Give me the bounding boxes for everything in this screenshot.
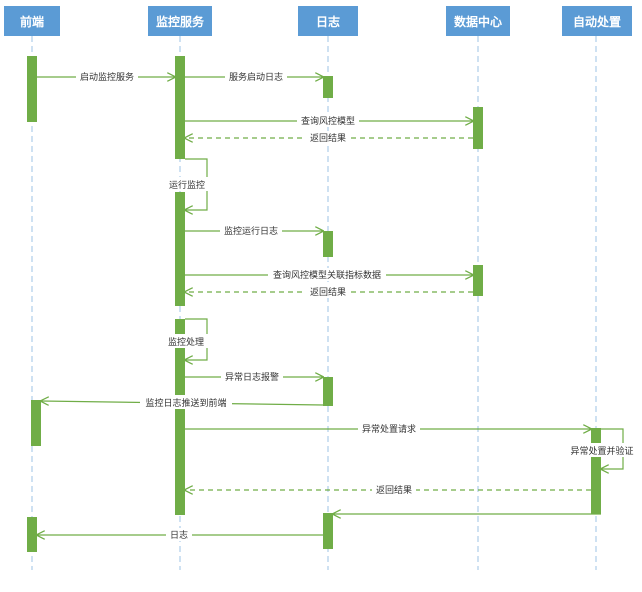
activation-data-center-1: [473, 107, 483, 149]
activation-frontend-3: [27, 517, 37, 552]
message-label-5: 运行监控: [169, 179, 205, 191]
activation-log-2: [323, 231, 333, 257]
message-label-14: 返回结果: [376, 484, 412, 496]
participant-frontend: 前端: [4, 6, 60, 36]
message-label-13: 异常处置并验证: [570, 445, 633, 457]
participant-auto-handling: 自动处置: [562, 6, 632, 36]
message-label-8: 返回结果: [310, 286, 346, 298]
activation-data-center-2: [473, 265, 483, 296]
activation-monitor-4: [175, 409, 185, 515]
message-label-11: 监控日志推送到前端: [145, 397, 226, 409]
message-label-16: 日志: [170, 529, 188, 541]
message-label-4: 返回结果: [310, 132, 346, 144]
message-label-1: 启动监控服务: [80, 71, 134, 83]
participant-data-center: 数据中心: [446, 6, 510, 36]
activation-frontend-2: [31, 400, 41, 446]
activation-monitor-3: [175, 319, 185, 395]
activation-auto-handling-1: [591, 428, 601, 514]
message-label-9: 监控处理: [168, 336, 204, 348]
activation-frontend-1: [27, 56, 37, 122]
activation-log-1: [323, 76, 333, 98]
message-label-7: 查询风控模型关联指标数据: [273, 269, 381, 281]
participant-log: 日志: [298, 6, 358, 36]
message-label-6: 监控运行日志: [224, 225, 278, 237]
activation-monitor-1: [175, 56, 185, 159]
activation-log-4: [323, 513, 333, 549]
activation-monitor-2: [175, 192, 185, 306]
activation-log-3: [323, 377, 333, 406]
message-label-3: 查询风控模型: [301, 115, 355, 127]
participant-monitor-service: 监控服务: [148, 6, 212, 36]
message-label-12: 异常处置请求: [362, 423, 416, 435]
message-label-2: 服务启动日志: [229, 71, 283, 83]
message-label-10: 异常日志报警: [225, 371, 279, 383]
